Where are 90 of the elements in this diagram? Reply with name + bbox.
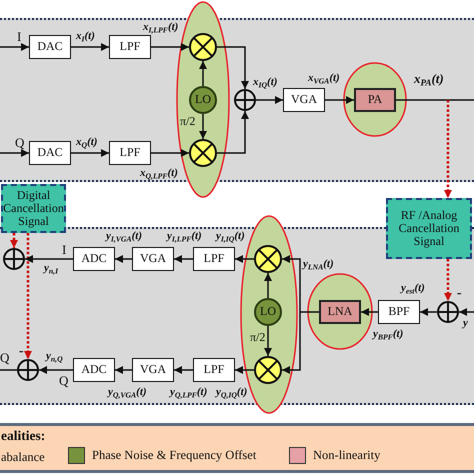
edge-label: x$_{VGA}$(t) <box>308 72 340 86</box>
edge-label: y$_{n,Q}$ <box>46 350 63 364</box>
edge-label: y$_{I,LPF}$(t) <box>167 230 202 244</box>
dac-block: DAC <box>29 35 71 59</box>
pa-block: PA <box>354 88 396 112</box>
vga-block: VGA <box>132 358 174 382</box>
arrow <box>174 255 193 263</box>
edge-label: x$_{I}$(t) <box>76 30 95 44</box>
arrow <box>217 46 249 89</box>
dotted-arrow <box>444 259 452 301</box>
vga-block: VGA <box>132 247 174 271</box>
edge-label: x$_{PA}$(t) <box>414 71 444 88</box>
highlight-ellipse <box>176 1 230 198</box>
dotted-arrow <box>444 100 452 198</box>
lpf-block: LPF <box>193 247 235 271</box>
arrow <box>361 308 378 316</box>
edge-label: y$_{I,IQ}$(t) <box>216 230 245 244</box>
arrow <box>264 273 272 298</box>
edge-label: y$_{Q,LPF}$(t) <box>170 386 208 400</box>
arrow <box>0 43 29 51</box>
edge-label: y <box>463 317 468 331</box>
arrow <box>256 96 283 104</box>
lpf-block: LPF <box>193 358 235 382</box>
adder-symbol <box>17 359 39 381</box>
signal-line <box>396 99 448 101</box>
legend-label: Phase Noise & Frequency Offset <box>92 448 256 463</box>
arrow <box>174 366 193 374</box>
lpf-block: LPF <box>109 141 151 165</box>
cancellation-block: RF /Analog Cancellation Signal <box>386 198 472 259</box>
arrow <box>282 255 301 312</box>
edge-label: y$_{est}$(t) <box>401 282 425 296</box>
arrow <box>420 308 437 316</box>
edge-label: y$_{LNA}$(t) <box>303 258 334 272</box>
signal-line <box>300 311 319 313</box>
legend-label: Non-linearity <box>313 448 380 463</box>
arrow <box>0 149 29 157</box>
arrow <box>199 61 207 86</box>
arrow <box>199 114 207 139</box>
edge-label: I <box>17 29 22 46</box>
arrow <box>115 255 132 263</box>
legend-label: abalance <box>1 450 45 465</box>
highlight-ellipse <box>343 62 407 137</box>
edge-label: Q <box>0 350 10 366</box>
lpf-block: LPF <box>109 35 151 59</box>
phase-shift-label: π/2 <box>180 114 196 129</box>
edge-label: x$_{Q,LPF}$(t) <box>140 167 178 181</box>
arrow <box>25 255 73 263</box>
minus-sign: - <box>457 285 462 302</box>
edge-label: y$_{I,VGA}$(t) <box>106 230 142 244</box>
cancellation-block: Digital Cancellation Signal <box>1 184 66 233</box>
arrow <box>325 96 354 104</box>
arrow <box>151 149 189 157</box>
edge-label: y$_{Q,VGA}$(t) <box>108 386 147 400</box>
signal-line <box>0 369 17 371</box>
edge-label: y$_{n,I}$ <box>44 262 58 276</box>
arrow <box>39 366 73 374</box>
minus-sign: - <box>19 343 24 360</box>
channel-label: I <box>62 242 66 258</box>
arrow <box>71 149 109 157</box>
lna-block: LNA <box>319 300 361 324</box>
arrow <box>151 43 189 51</box>
bpf-block: BPF <box>378 300 420 324</box>
arrow <box>71 43 109 51</box>
arrow <box>115 366 132 374</box>
arrow <box>264 326 272 356</box>
signal-line <box>448 99 474 101</box>
arrow <box>282 312 301 374</box>
vga-block: VGA <box>283 88 325 112</box>
adder-symbol <box>234 89 256 111</box>
legend-heading: ealities: <box>1 428 46 445</box>
arrow <box>235 255 254 263</box>
adc-block: ADC <box>73 247 115 271</box>
edge-label: y$_{Q,IQ}$(t) <box>216 386 248 400</box>
edge-label: y$_{BPF}$(t) <box>373 328 404 342</box>
dac-block: DAC <box>29 141 71 165</box>
adc-block: ADC <box>73 358 115 382</box>
dotted-arrow <box>24 233 32 359</box>
edge-label: Q <box>15 135 24 152</box>
adder-symbol <box>3 248 25 270</box>
arrow <box>459 308 474 316</box>
highlight-ellipse <box>307 273 373 350</box>
dotted-arrow <box>10 233 18 248</box>
arrow <box>235 366 254 374</box>
adder-symbol <box>437 301 459 323</box>
arrow <box>217 111 249 154</box>
edge-label: x$_{IQ}$(t) <box>253 76 278 90</box>
edge-label: x$_{I,LPF}$(t) <box>143 21 178 35</box>
phase-shift-label: π/2 <box>250 330 266 345</box>
edge-label: x$_{Q}$(t) <box>76 136 98 150</box>
channel-label: Q <box>59 373 68 390</box>
